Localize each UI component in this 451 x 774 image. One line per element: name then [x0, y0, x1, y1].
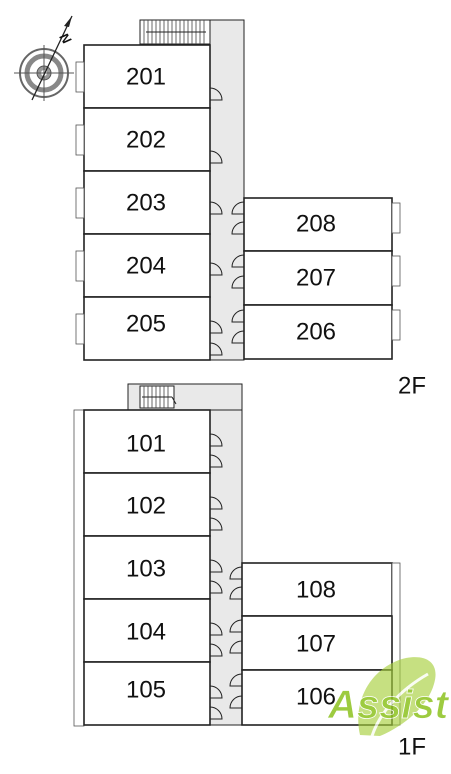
- compass-north-label: N: [57, 30, 75, 47]
- room-label-204: 204: [126, 252, 166, 279]
- corridor-2f: [209, 19, 245, 361]
- room-label-102: 102: [126, 492, 166, 519]
- room-label-107: 107: [296, 630, 336, 657]
- room-label-207: 207: [296, 264, 336, 291]
- assist-logo: Assist: [327, 657, 450, 737]
- stair-1f: [139, 385, 177, 409]
- room-203: 203: [75, 170, 223, 235]
- room-label-105: 105: [126, 676, 166, 703]
- floor-label-2f: 2F: [398, 372, 426, 399]
- room-label-106: 106: [296, 683, 336, 710]
- room-204: 204: [75, 233, 223, 298]
- room-label-208: 208: [296, 210, 336, 237]
- floor-label-1f: 1F: [398, 733, 426, 760]
- room-208: 208: [231, 197, 401, 252]
- room-102: 102: [83, 472, 223, 537]
- room-label-203: 203: [126, 189, 166, 216]
- room-label-206: 206: [296, 318, 336, 345]
- room-label-205: 205: [126, 310, 166, 337]
- room-label-104: 104: [126, 618, 166, 645]
- room-201: 201: [75, 44, 223, 109]
- room-label-108: 108: [296, 576, 336, 603]
- room-107: 107: [229, 615, 393, 671]
- room-101: 101: [83, 409, 223, 474]
- room-206: 206: [231, 304, 401, 360]
- assist-logo-text: Assist: [327, 683, 450, 727]
- room-105: 105: [83, 661, 223, 726]
- room-103: 103: [83, 535, 223, 600]
- room-108: 108: [229, 562, 401, 726]
- room-207: 207: [231, 250, 401, 306]
- stair-2f: [139, 19, 211, 45]
- room-label-202: 202: [126, 126, 166, 153]
- room-label-201: 201: [126, 63, 166, 90]
- balcony-1f: [73, 409, 85, 727]
- room-label-103: 103: [126, 555, 166, 582]
- room-202: 202: [75, 107, 223, 172]
- corridor-1f: [209, 409, 243, 726]
- room-205: 205: [75, 296, 223, 361]
- room-104: 104: [83, 598, 223, 663]
- floor-2f: 201 202 203 204 205: [75, 19, 426, 399]
- floor-1f: 101 102 103 104 105: [73, 383, 426, 760]
- compass-icon: N: [14, 15, 75, 101]
- room-label-101: 101: [126, 430, 166, 457]
